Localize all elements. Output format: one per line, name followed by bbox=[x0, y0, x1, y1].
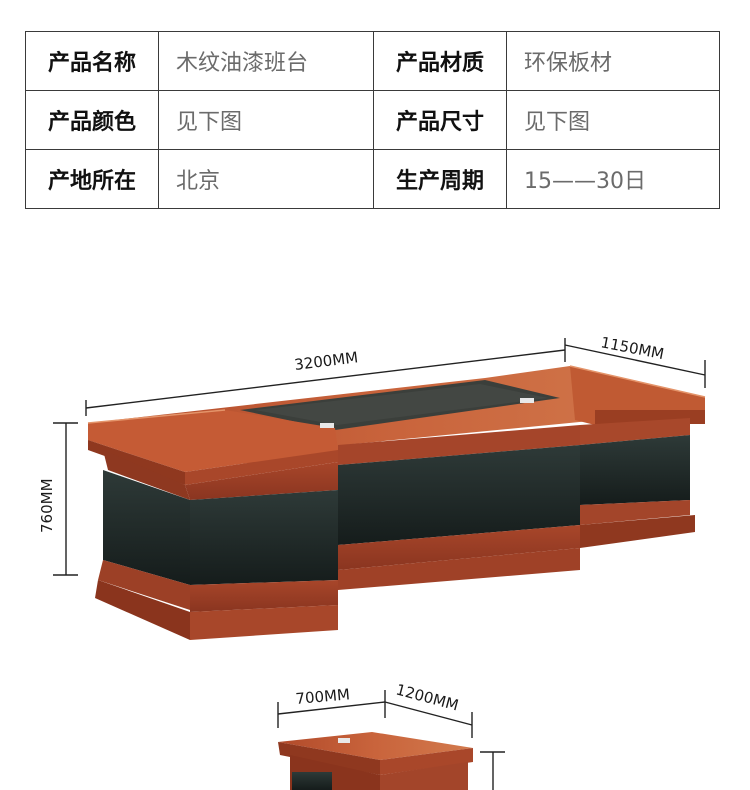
desk-depth-dimension bbox=[564, 344, 706, 388]
table-row: 产地所在 北京 生产周期 15——30日 bbox=[25, 149, 720, 209]
spec-key: 生产周期 bbox=[373, 149, 507, 209]
desk-depth-label: 1150MM bbox=[599, 333, 665, 363]
cabinet-depth-dimension bbox=[384, 701, 473, 738]
spec-value: 15——30日 bbox=[506, 149, 720, 209]
spec-key: 产品材质 bbox=[373, 31, 507, 91]
spec-value: 北京 bbox=[158, 149, 374, 209]
spec-table: 产品名称 木纹油漆班台 产品材质 环保板材 产品颜色 见下图 产品尺寸 见下图 … bbox=[25, 31, 720, 209]
spec-key: 产地所在 bbox=[25, 149, 159, 209]
cabinet-width-dimension bbox=[277, 690, 386, 728]
cabinet-depth-label: 1200MM bbox=[394, 680, 461, 714]
spec-value: 见下图 bbox=[158, 90, 374, 150]
spec-value: 木纹油漆班台 bbox=[158, 31, 374, 91]
desk-width-dimension bbox=[85, 338, 566, 416]
desk-height-label: 760MM bbox=[38, 478, 56, 533]
spec-key: 产品名称 bbox=[25, 31, 159, 91]
desk-width-label: 3200MM bbox=[293, 348, 359, 374]
table-row: 产品颜色 见下图 产品尺寸 见下图 bbox=[25, 90, 720, 150]
cabinet-image bbox=[278, 732, 473, 790]
cabinet-width-label: 700MM bbox=[295, 685, 351, 708]
desk-height-dimension bbox=[53, 422, 78, 576]
desk-image bbox=[87, 365, 706, 640]
cabinet-height-dimension bbox=[480, 751, 505, 790]
